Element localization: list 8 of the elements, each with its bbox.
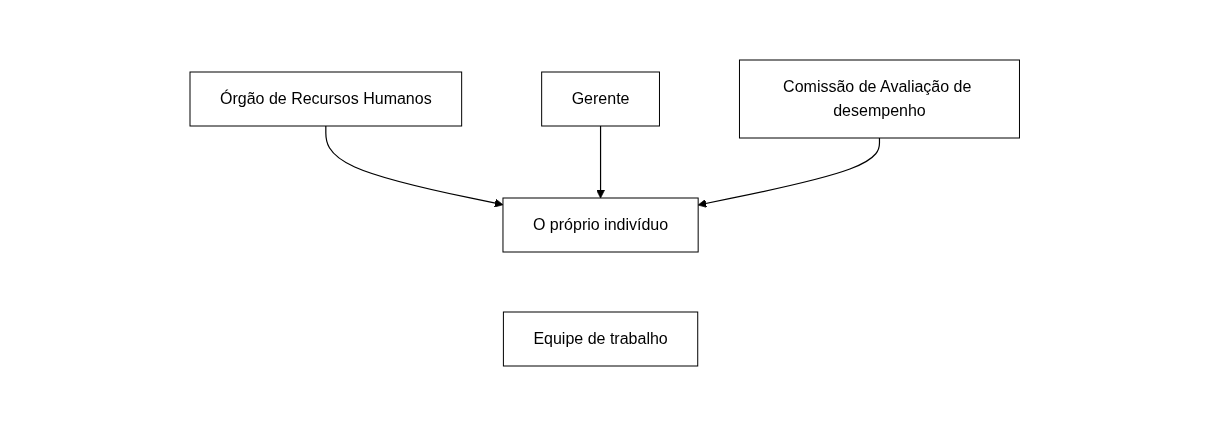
node-box: Gerente <box>541 71 661 126</box>
arrow <box>325 124 504 207</box>
arrow <box>596 124 606 198</box>
node-box: O próprio indivíduo <box>502 197 699 252</box>
node-box: Comissão de Avaliação de desempenho <box>739 59 1021 138</box>
node-box: Órgão de Recursos Humanos <box>189 71 463 126</box>
arrow <box>698 136 881 208</box>
node-box: Equipe de trabalho <box>503 311 699 366</box>
